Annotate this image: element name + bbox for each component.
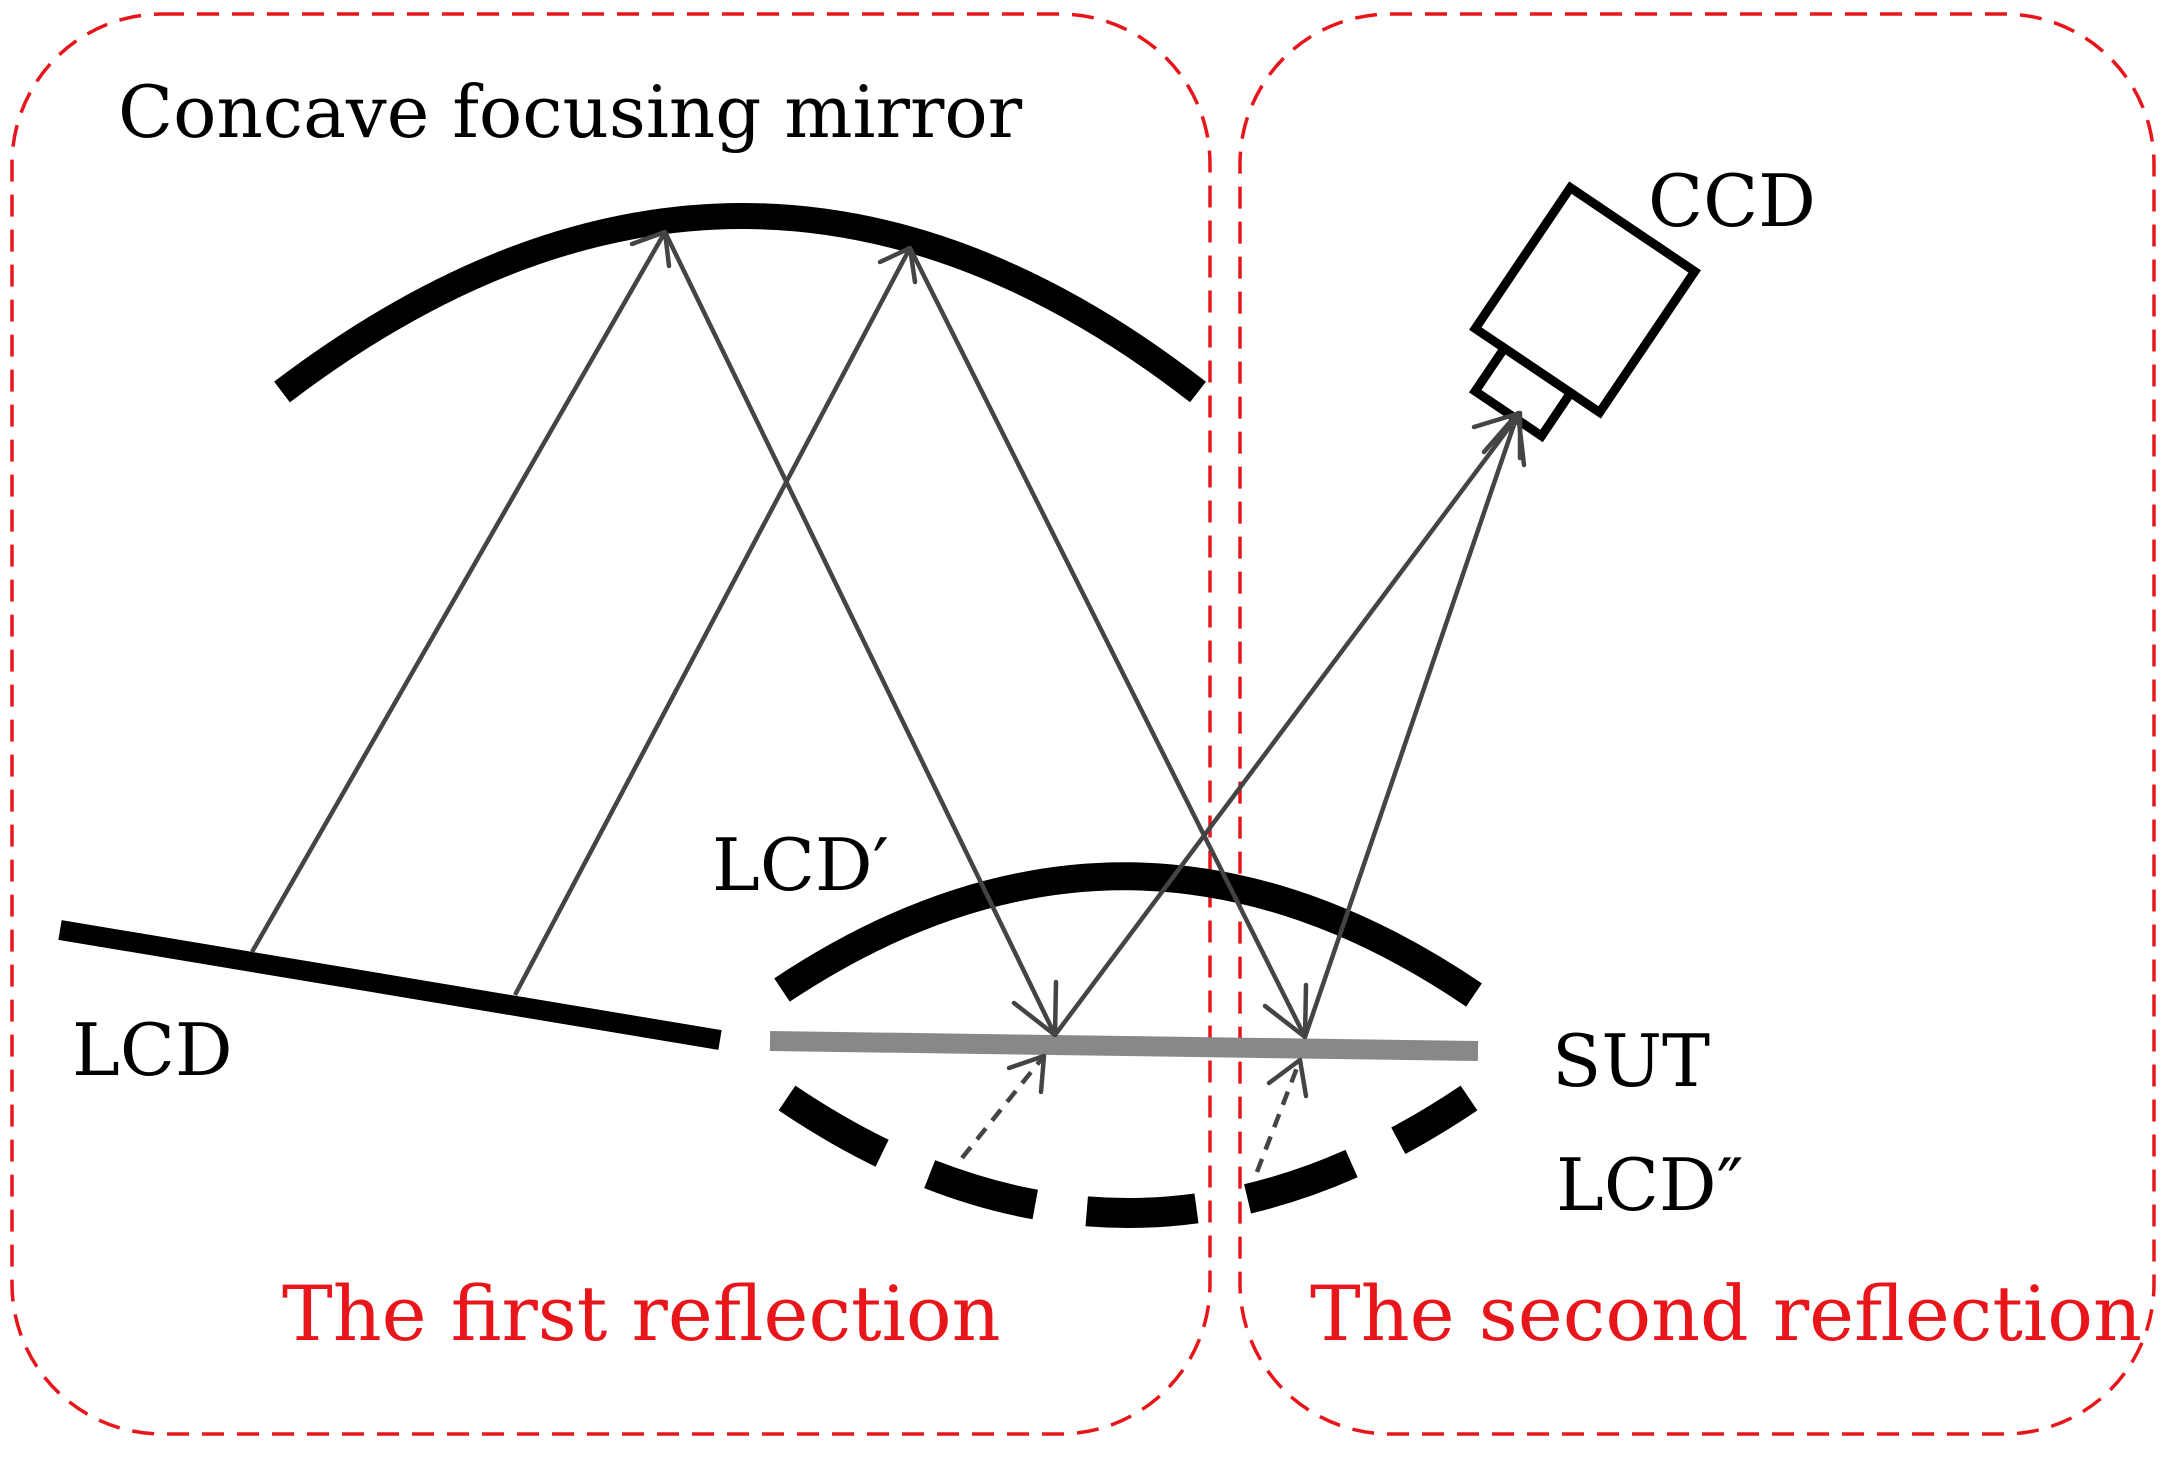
lcd-prime-arc (774, 862, 1482, 1007)
dashed-ray-1 (960, 1054, 1046, 1160)
first-reflection-label: The first reflection (282, 1269, 1001, 1358)
mirror-label: Concave focusing mirror (118, 70, 1023, 154)
ccd-camera-icon (1468, 181, 1701, 443)
arrowhead-2 (877, 245, 918, 285)
first-reflection-region (10, 12, 1212, 1436)
ray-lcd-to-mirror-1 (250, 230, 667, 954)
ray-mirror-to-sut-1 (662, 231, 1058, 1036)
arrowhead-6 (1481, 410, 1527, 468)
dashed-ray-2 (1254, 1059, 1303, 1173)
lcd-double-prime-arc (778, 1085, 1478, 1228)
ccd-label: CCD (1648, 159, 1816, 243)
concave-focusing-mirror (274, 203, 1206, 403)
arrowhead-8 (1266, 1057, 1309, 1099)
second-reflection-region (1238, 12, 2156, 1436)
arrowhead-7 (1006, 1053, 1047, 1095)
lcd-prime-label: LCD′ (712, 823, 889, 907)
second-reflection-label: The second reflection (1310, 1269, 2142, 1358)
ray-lcd-to-mirror-2 (513, 246, 912, 997)
ray-mirror-to-sut-2 (907, 246, 1308, 1039)
ray-sut-to-ccd-2 (1302, 412, 1521, 1038)
lcd-double-prime-label: LCD″ (1556, 1143, 1744, 1227)
sut-panel (769, 1031, 1479, 1061)
lcd-panel (58, 920, 722, 1050)
lcd-label: LCD (72, 1008, 233, 1092)
sut-label: SUT (1552, 1019, 1710, 1103)
ray-sut-to-ccd-1 (1053, 411, 1522, 1037)
